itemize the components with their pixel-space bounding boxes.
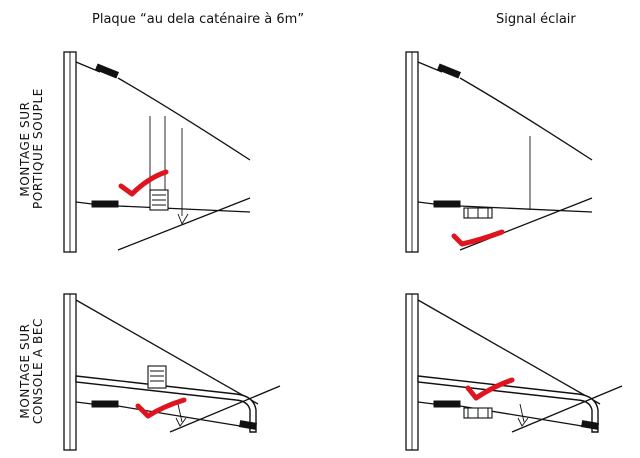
check-mark — [118, 169, 169, 197]
diagram-plaque-console — [63, 293, 281, 451]
plaque-sign — [147, 365, 167, 389]
check-mark — [465, 377, 515, 401]
check-mark — [451, 229, 505, 247]
column-title-signal-eclair: Signal éclair — [496, 12, 576, 27]
column-title-plaque: Plaque “au dela caténaire à 6m” — [92, 12, 305, 27]
check-mark — [135, 397, 187, 419]
diagram-signal-console — [405, 293, 623, 451]
diagram-plaque-portique — [63, 51, 251, 253]
diagram-signal-portique — [405, 51, 593, 253]
